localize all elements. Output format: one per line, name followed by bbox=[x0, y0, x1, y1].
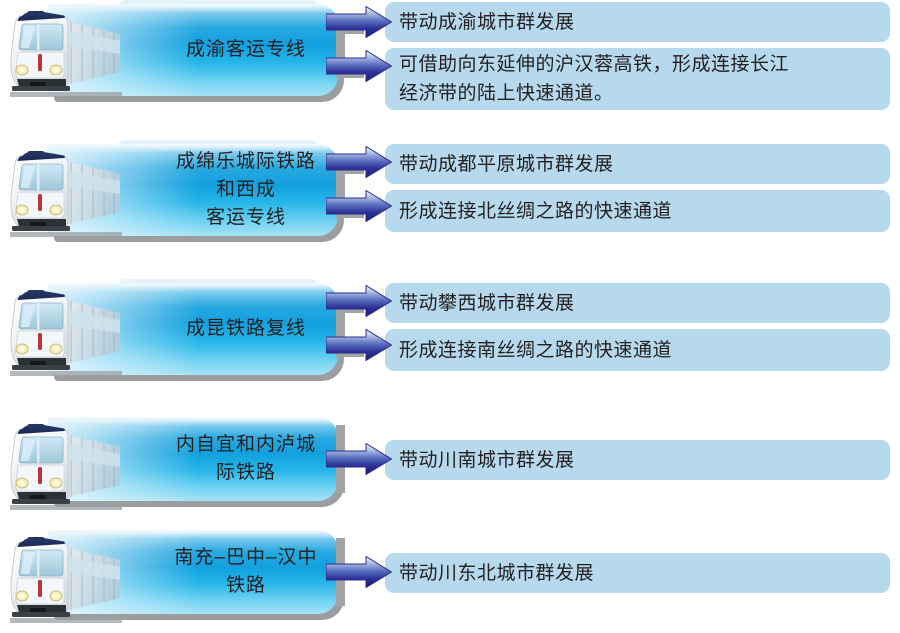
diagram-row: 成渝客运专线 bbox=[0, 0, 900, 125]
capsule-label: 成绵乐城际铁路和西成 客运专线 bbox=[175, 151, 316, 228]
outcome-text: 带动攀西城市群发展 bbox=[399, 292, 575, 314]
diagram-row: 内自宜和内泸城际铁路 bbox=[0, 415, 900, 520]
railway-capsule-4[interactable]: 内自宜和内泸城际铁路 bbox=[48, 417, 338, 501]
outcome-text: 形成连接北丝绸之路的快速通道 bbox=[399, 200, 673, 222]
arrow-right-icon bbox=[326, 329, 392, 361]
arrow-right-icon bbox=[326, 50, 392, 82]
outcome-panel[interactable]: 带动成都平原城市群发展 bbox=[385, 144, 890, 184]
diagram-row: 成昆铁路复线 bbox=[0, 279, 900, 404]
outcome-text: 带动川东北城市群发展 bbox=[399, 562, 595, 584]
arrow-right-icon bbox=[326, 190, 392, 222]
outcome-panel[interactable]: 带动成渝城市群发展 bbox=[385, 2, 890, 42]
outcome-text: 带动川南城市群发展 bbox=[399, 449, 575, 471]
arrow-right-icon bbox=[326, 285, 392, 317]
connector-bracket-vertical bbox=[336, 305, 345, 357]
arrow-right-icon bbox=[326, 146, 392, 178]
outcome-panel[interactable]: 形成连接南丝绸之路的快速通道 bbox=[385, 329, 890, 371]
outcome-text: 带动成都平原城市群发展 bbox=[399, 153, 614, 175]
outcome-panel[interactable]: 带动川南城市群发展 bbox=[385, 440, 890, 480]
capsule-label: 南充–巴中–汉中铁路 bbox=[174, 547, 318, 596]
outcome-panel[interactable]: 带动川东北城市群发展 bbox=[385, 553, 890, 593]
diagram-row: 成绵乐城际铁路和西成 客运专线 bbox=[0, 140, 900, 265]
outcome-panel[interactable]: 可借助向东延伸的沪汉蓉高铁，形成连接长江 经济带的陆上快速通道。 bbox=[385, 48, 890, 110]
connector-bracket-vertical bbox=[336, 26, 345, 78]
outcome-panel[interactable]: 形成连接北丝绸之路的快速通道 bbox=[385, 190, 890, 232]
arrow-right-icon bbox=[326, 6, 392, 38]
railway-capsule-2[interactable]: 成绵乐城际铁路和西成 客运专线 bbox=[48, 144, 338, 236]
arrow-right-icon bbox=[326, 443, 392, 475]
capsule-label: 内自宜和内泸城际铁路 bbox=[175, 434, 316, 483]
diagram-row: 南充–巴中–汉中铁路 bbox=[0, 528, 900, 633]
outcome-text: 带动成渝城市群发展 bbox=[399, 11, 575, 33]
outcome-panel[interactable]: 带动攀西城市群发展 bbox=[385, 283, 890, 323]
capsule-label: 成渝客运专线 bbox=[185, 39, 306, 60]
railway-capsule-5[interactable]: 南充–巴中–汉中铁路 bbox=[48, 530, 338, 614]
railway-capsule-3[interactable]: 成昆铁路复线 bbox=[48, 283, 338, 375]
connector-bracket-vertical bbox=[336, 166, 345, 218]
railway-capsule-1[interactable]: 成渝客运专线 bbox=[48, 4, 338, 96]
outcome-text: 形成连接南丝绸之路的快速通道 bbox=[399, 339, 673, 361]
outcome-text: 可借助向东延伸的沪汉蓉高铁，形成连接长江 经济带的陆上快速通道。 bbox=[399, 54, 790, 104]
capsule-label: 成昆铁路复线 bbox=[185, 318, 306, 339]
arrow-right-icon bbox=[326, 556, 392, 588]
